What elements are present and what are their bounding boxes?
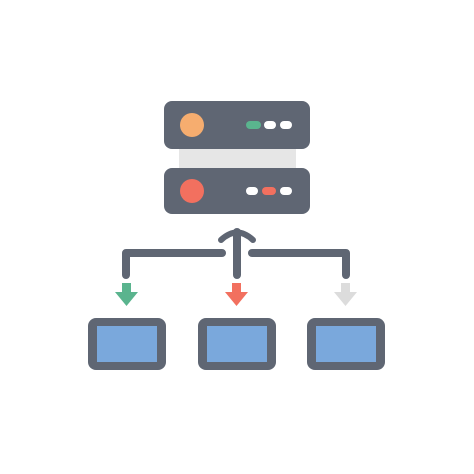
server-unit-bottom-status-light [180, 179, 204, 203]
monitor-icon-left [88, 318, 166, 370]
server-unit-top-status-light [180, 113, 204, 137]
server-unit-bottom-indicator-1 [246, 187, 258, 195]
server-unit-top-indicator-3 [280, 121, 292, 129]
distribution-lines [122, 228, 350, 279]
server-unit-bottom [164, 168, 310, 214]
monitor-screen-center [207, 326, 267, 362]
server-unit-top [164, 101, 310, 149]
arrow-down-icon-right [334, 283, 357, 306]
server-icon [164, 101, 310, 214]
branch-line-left [122, 249, 226, 279]
server-unit-top-indicator-2 [264, 121, 276, 129]
monitor-screen-left [97, 326, 157, 362]
monitor-icon-right [307, 318, 385, 370]
server-unit-bottom-indicator-3 [280, 187, 292, 195]
monitor-screen-right [316, 326, 376, 362]
arrow-down-icon-center [225, 283, 248, 306]
monitor-icon-center [198, 318, 276, 370]
arrow-down-icon-left [115, 283, 138, 306]
server-unit-bottom-indicator-2 [262, 187, 276, 195]
server-unit-top-indicator-1 [246, 121, 261, 129]
branch-line-right [248, 249, 350, 279]
